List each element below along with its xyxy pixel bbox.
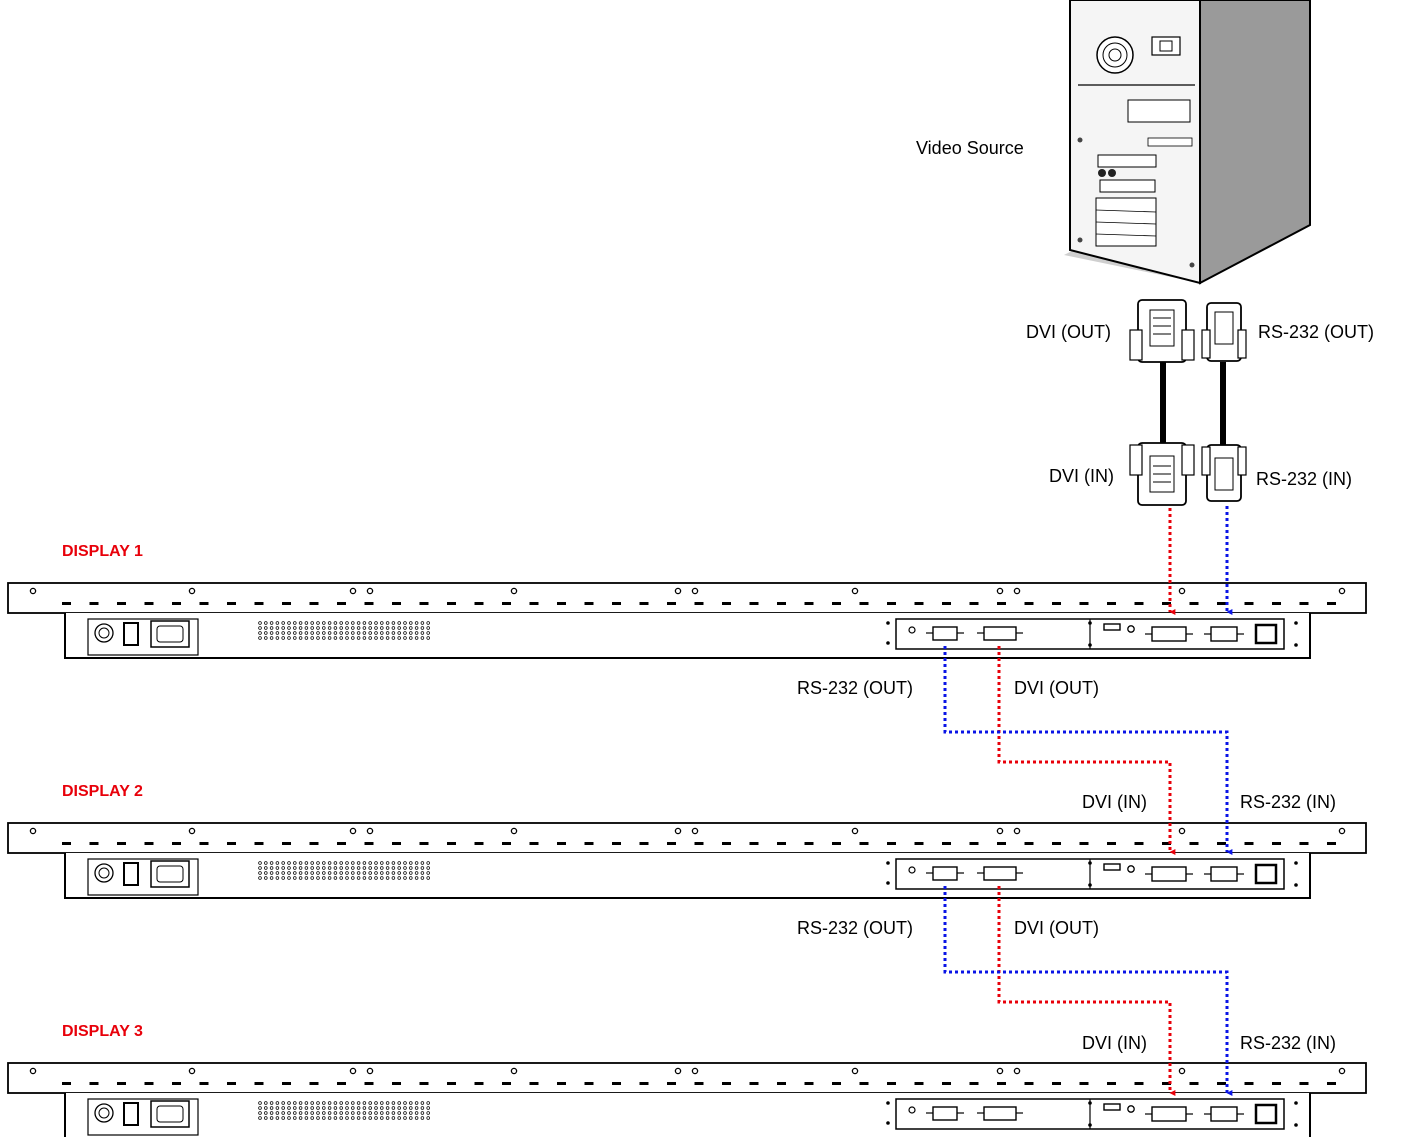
pc-cable-assembly bbox=[1129, 299, 1247, 506]
rs232-out-connector-icon bbox=[1201, 302, 1247, 362]
display-3-title: DISPLAY 3 bbox=[62, 1023, 143, 1040]
rs232-in-connector-icon bbox=[1201, 444, 1247, 502]
rs232-line-display-1-to-display-2 bbox=[943, 646, 1233, 855]
dvi-in-connector-icon bbox=[1129, 442, 1195, 506]
display-1-dvi-out-label: DVI (OUT) bbox=[1014, 678, 1099, 698]
display-2-title: DISPLAY 2 bbox=[62, 783, 143, 800]
display-1-title: DISPLAY 1 bbox=[62, 543, 143, 560]
display-1-rs232-out-label: RS-232 (OUT) bbox=[797, 678, 913, 698]
display-2-rs232-in-label: RS-232 (IN) bbox=[1240, 792, 1336, 812]
pc-tower-icon bbox=[1064, 0, 1311, 285]
display-3-rear-panel-icon bbox=[7, 1062, 1367, 1137]
cable-dvi-in-label: DVI (IN) bbox=[1049, 466, 1114, 486]
signal-lines bbox=[943, 506, 1233, 1096]
cable-rs232-in-label: RS-232 (IN) bbox=[1256, 469, 1352, 489]
display-2-dvi-out-label: DVI (OUT) bbox=[1014, 918, 1099, 938]
dvi-line-display-2-to-display-3 bbox=[997, 886, 1176, 1096]
pc-rs232-out-label: RS-232 (OUT) bbox=[1258, 322, 1374, 342]
display-3-dvi-in-label: DVI (IN) bbox=[1082, 1033, 1147, 1053]
display-2-dvi-in-label: DVI (IN) bbox=[1082, 792, 1147, 812]
display-3-rs232-in-label: RS-232 (IN) bbox=[1240, 1033, 1336, 1053]
pc-dvi-out-label: DVI (OUT) bbox=[1026, 322, 1111, 342]
video-source-label: Video Source bbox=[916, 138, 1024, 158]
display-2-rs232-out-label: RS-232 (OUT) bbox=[797, 918, 913, 938]
dvi-out-connector-icon bbox=[1129, 299, 1195, 363]
display-1-rear-panel-icon bbox=[7, 582, 1367, 659]
rs232-line-display-2-to-display-3 bbox=[943, 886, 1233, 1096]
dvi-line-display-1-to-display-2 bbox=[997, 646, 1176, 855]
display-2-rear-panel-icon bbox=[7, 822, 1367, 899]
